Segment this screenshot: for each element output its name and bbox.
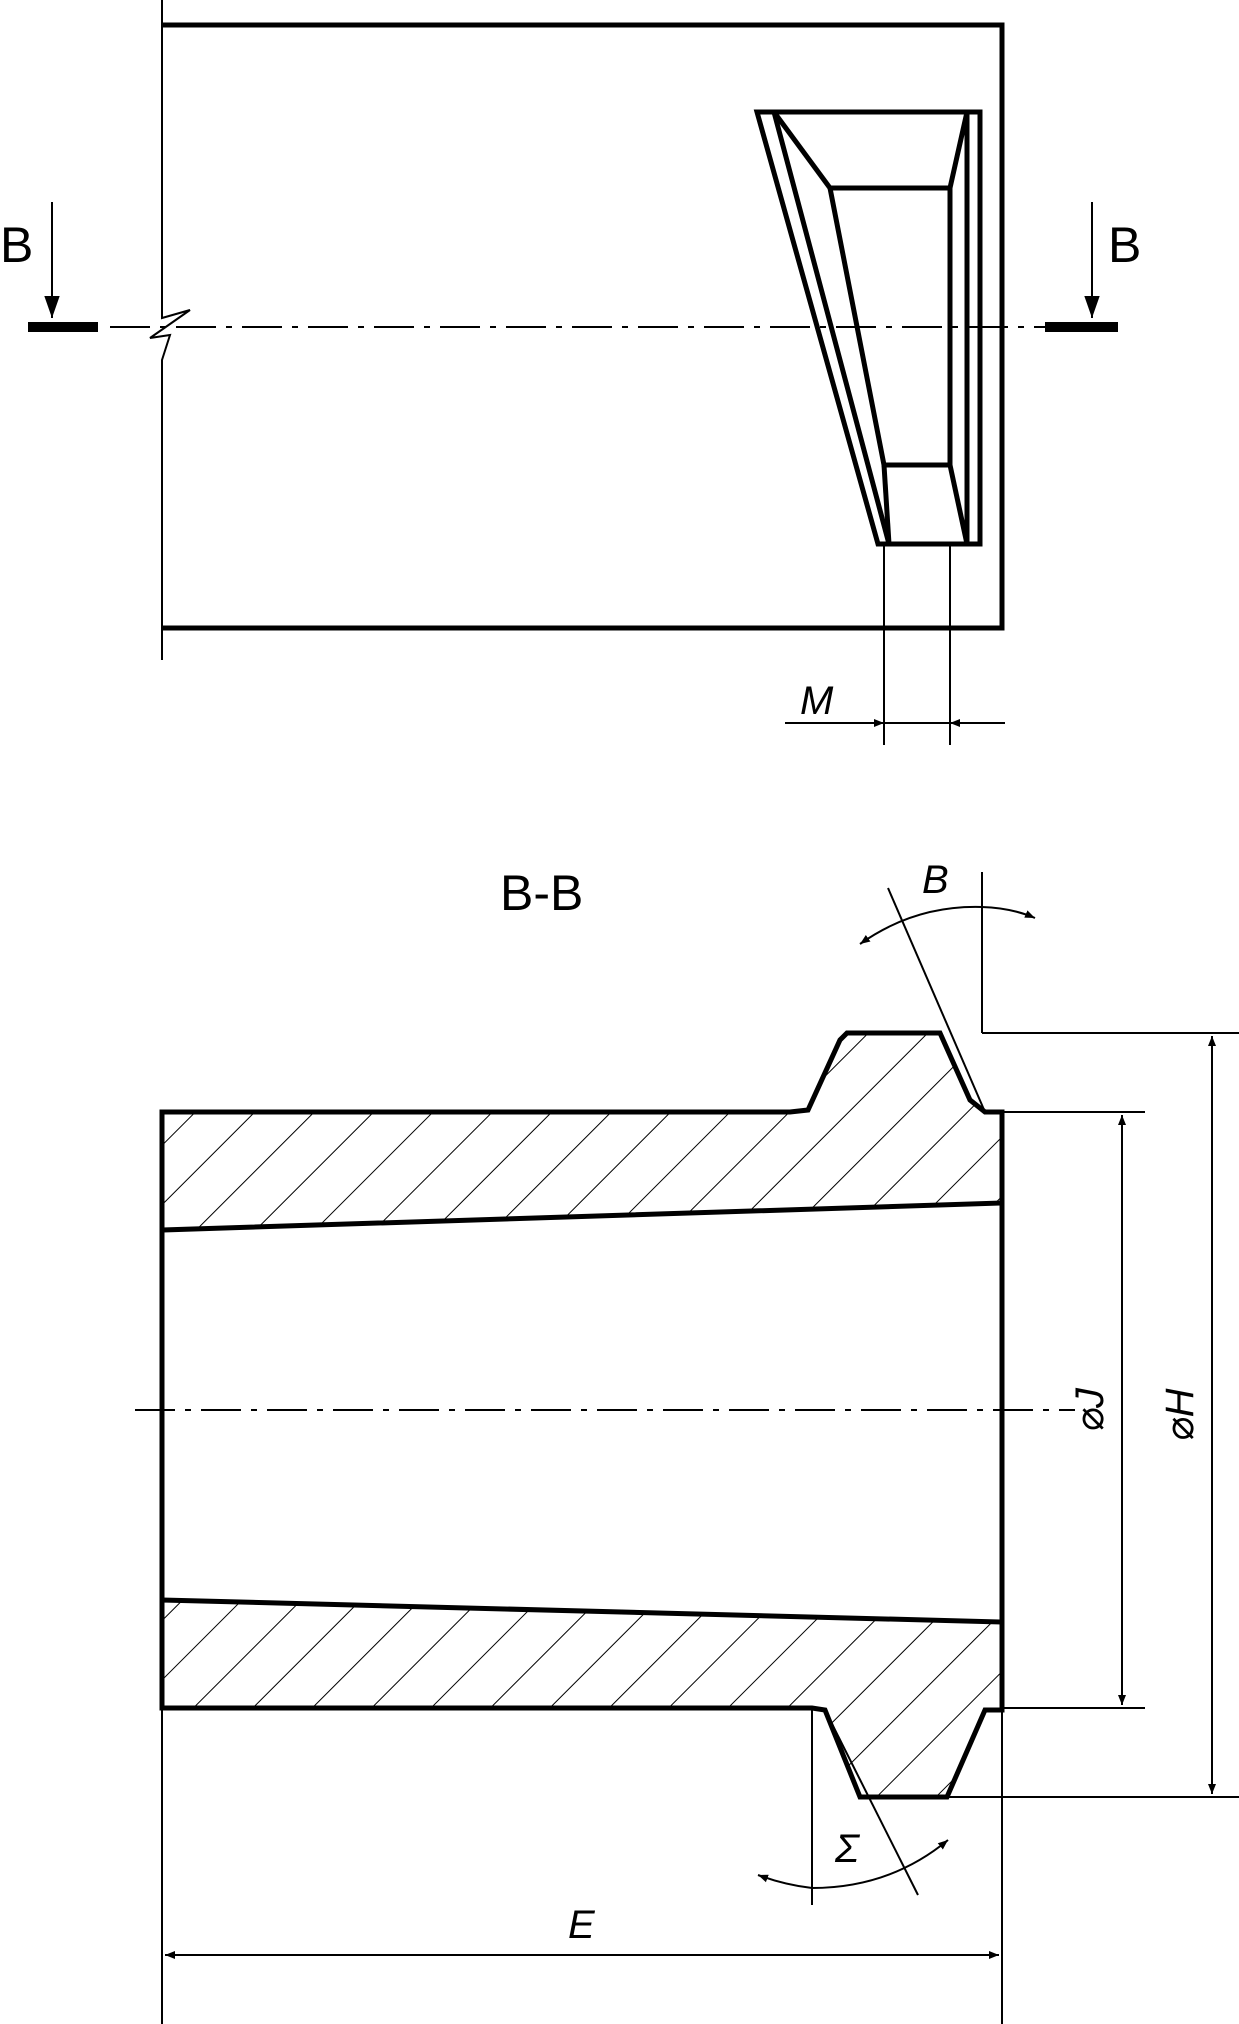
- section-arrow-right: B: [1045, 202, 1141, 332]
- dimension-h: ⌀H: [947, 1032, 1239, 1798]
- angle-b-label: B: [922, 858, 949, 902]
- angle-sigma-label: Σ: [834, 1827, 861, 1871]
- tapered-slot: [753, 109, 983, 547]
- dimension-m: M: [785, 544, 1005, 745]
- angle-sigma-dimension: Σ: [757, 1709, 949, 1905]
- lower-wall: [159, 1597, 1005, 1800]
- section-title: B-B: [500, 865, 583, 921]
- section-label-right: B: [1108, 217, 1141, 273]
- dimension-j: ⌀J: [1002, 1111, 1145, 1709]
- section-arrow-left: B: [0, 202, 98, 332]
- dim-e-label: E: [568, 1903, 596, 1947]
- section-label-left: B: [0, 217, 33, 273]
- angle-b-dimension: B: [859, 858, 1036, 1113]
- dim-m-label: M: [800, 679, 834, 723]
- dimension-e: E: [161, 1708, 1003, 2024]
- section-view: [135, 1030, 1075, 1800]
- dim-j-label: ⌀J: [1068, 1387, 1112, 1432]
- dim-h-label: ⌀H: [1158, 1388, 1202, 1441]
- top-view: B B M: [0, 0, 1141, 745]
- upper-chamfer-inner: [807, 1041, 839, 1111]
- break-line: [149, 0, 191, 660]
- upper-wall: [159, 1030, 1005, 1233]
